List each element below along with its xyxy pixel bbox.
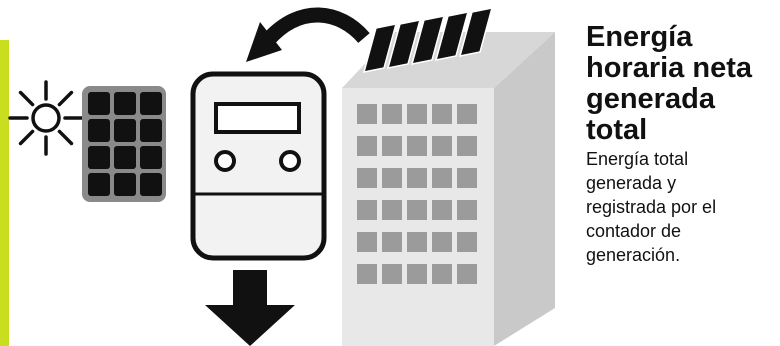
building-window [432, 200, 452, 220]
heading-line: horaria neta [586, 52, 752, 84]
description: Energía total generada y registrada por … [586, 148, 778, 268]
description-line: generada y [586, 173, 676, 193]
building-window [357, 264, 377, 284]
building-window [457, 168, 477, 188]
building-window [457, 232, 477, 252]
description-line: Energía total [586, 149, 688, 169]
panel-cell [88, 173, 110, 196]
heading-line: Energía [586, 21, 692, 53]
description-line: generación. [586, 245, 680, 265]
panel-cell [88, 92, 110, 115]
building-window [357, 136, 377, 156]
building-window [432, 264, 452, 284]
heading-line: total [586, 114, 647, 146]
heading-line: generada [586, 83, 715, 115]
panel-cell [114, 92, 136, 115]
building-window [432, 104, 452, 124]
building-window [407, 264, 427, 284]
building-window [457, 136, 477, 156]
panel-cell [114, 146, 136, 169]
heading: Energía horaria neta generada total [586, 22, 780, 146]
building-window [382, 232, 402, 252]
building-icon [342, 32, 555, 346]
panel-cell [140, 146, 162, 169]
building-window [357, 104, 377, 124]
building-window [407, 168, 427, 188]
building-window [407, 104, 427, 124]
building-window [407, 200, 427, 220]
building-window [382, 136, 402, 156]
text-panel: Energía horaria neta generada total Ener… [586, 22, 780, 268]
building-window [357, 168, 377, 188]
panel-cell [114, 173, 136, 196]
building-window [382, 200, 402, 220]
building-window [432, 168, 452, 188]
panel-cell [140, 92, 162, 115]
panel-cell [88, 146, 110, 169]
panel-cell [140, 173, 162, 196]
description-line: registrada por el [586, 197, 716, 217]
description-line: contador de [586, 221, 681, 241]
building-window [407, 136, 427, 156]
generation-meter-icon [193, 74, 324, 258]
panel-cell [140, 119, 162, 142]
building-window [382, 168, 402, 188]
sun-icon [10, 82, 82, 154]
building-window [457, 200, 477, 220]
panel-cell [114, 119, 136, 142]
solar-panel-icon [82, 86, 166, 202]
down-arrow-icon [205, 270, 295, 346]
building-window [357, 200, 377, 220]
building-window [457, 264, 477, 284]
panel-cell [88, 119, 110, 142]
building-window [382, 264, 402, 284]
building-window [457, 104, 477, 124]
building-window [382, 104, 402, 124]
building-window [432, 232, 452, 252]
building-window [407, 232, 427, 252]
building-window [357, 232, 377, 252]
building-window [432, 136, 452, 156]
flow-arrow-icon [246, 15, 364, 62]
